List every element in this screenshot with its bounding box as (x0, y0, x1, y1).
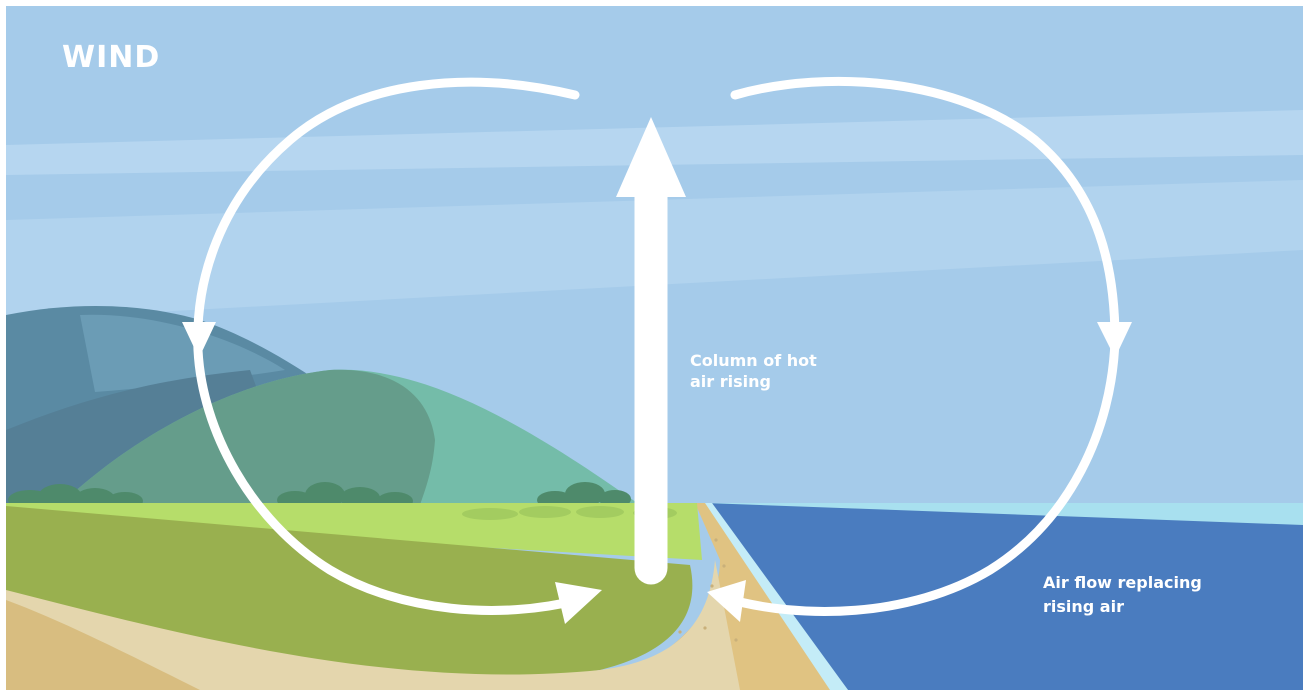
diagram-title: WIND (62, 40, 160, 75)
column-label-line: Column of hot (690, 350, 860, 371)
column-label-line: air rising (690, 371, 860, 392)
airflow-label-line: rising air (1043, 595, 1243, 619)
airflow-label-line: Air flow replacing (1043, 571, 1243, 595)
column-label: Column of hot air rising (690, 350, 860, 392)
airflow-label: Air flow replacing rising air (1043, 571, 1243, 619)
